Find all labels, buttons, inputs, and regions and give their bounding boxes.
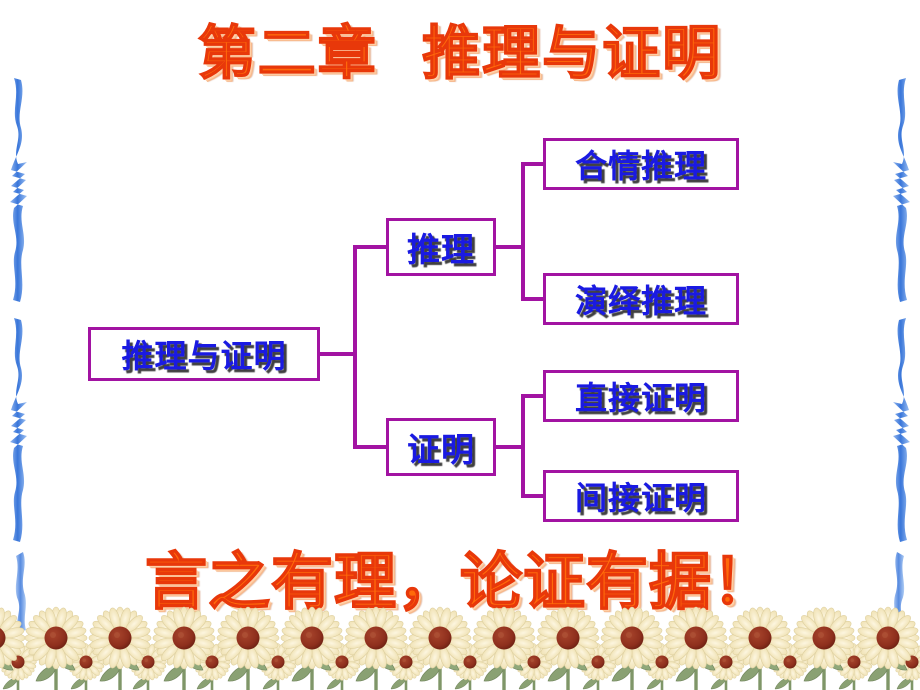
node-branch-inference-label: 推理 — [407, 230, 475, 269]
left-brush-decoration — [0, 0, 46, 690]
node-leaf-deductive-reasoning-label: 演绎推理 — [574, 282, 707, 320]
node-leaf-direct-proof-label: 直接证明 — [574, 379, 707, 417]
node-root-label: 推理与证明 — [121, 337, 287, 375]
blue-brush-icon — [10, 78, 27, 632]
node-leaf-indirect-proof-label: 间接证明 — [574, 479, 707, 517]
node-root[interactable]: 推理与证明 — [88, 327, 320, 381]
slogan-text: 言之有理，论证有据！ — [144, 544, 775, 619]
node-branch-proof-label: 证明 — [407, 430, 475, 469]
node-leaf-deductive-reasoning[interactable]: 演绎推理 — [543, 273, 739, 325]
node-leaf-direct-proof[interactable]: 直接证明 — [543, 370, 739, 422]
node-branch-proof[interactable]: 证明 — [386, 418, 496, 476]
node-branch-inference[interactable]: 推理 — [386, 218, 496, 276]
node-leaf-plausible-reasoning[interactable]: 合情推理 — [543, 138, 739, 190]
page-title: 第二章 推理与证明 — [197, 18, 723, 88]
node-leaf-plausible-reasoning-label: 合情推理 — [574, 147, 707, 185]
sunflower-border-decoration — [0, 598, 920, 690]
node-leaf-indirect-proof[interactable]: 间接证明 — [543, 470, 739, 522]
